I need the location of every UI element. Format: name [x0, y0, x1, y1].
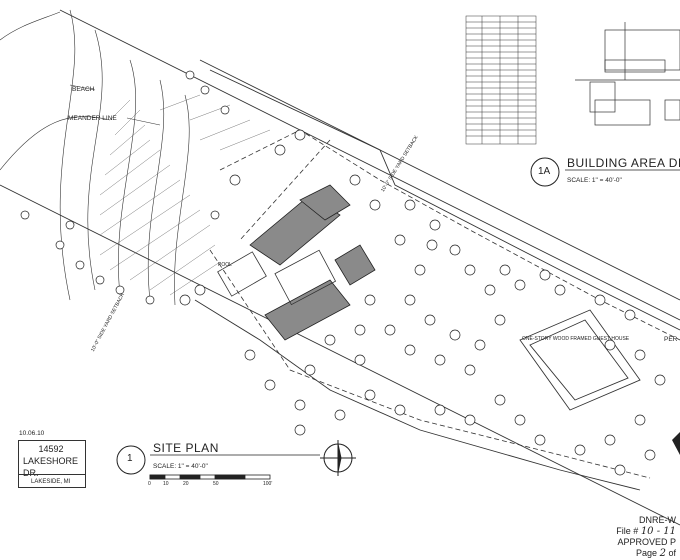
building-area-marker: 1A: [538, 166, 551, 177]
address-city: LAKESIDE, MI: [31, 479, 71, 485]
site-plan-title: SITE PLAN: [153, 441, 219, 455]
address: 14592 LAKESHORE DR.: [23, 443, 85, 479]
stamp-approved: APPROVED P: [617, 537, 676, 547]
drawing-date: 10.06.10: [19, 430, 45, 437]
stamp-page-value: 2: [659, 548, 666, 559]
guest-house-label: ONE-STORY WOOD FRAMED GUEST HOUSE: [522, 336, 630, 342]
site-plan-marker: 1: [127, 453, 133, 464]
scale-tick-20: 20: [183, 481, 189, 487]
building-area-title: BUILDING AREA DIAG: [567, 156, 680, 170]
stamp-page-label: Page: [636, 548, 658, 558]
meander-line-label: MEANDER LINE: [68, 115, 117, 122]
title-divider: [19, 474, 85, 475]
stamp-line1: DNRE-W: [639, 515, 676, 525]
address-street: LAKESHORE DR.: [23, 456, 79, 478]
title-block: 14592 LAKESHORE DR. LAKESIDE, MI: [18, 440, 86, 488]
stamp-page-suffix: of: [668, 548, 676, 558]
address-number: 14592: [38, 444, 64, 454]
stamp-page: Page 2 of: [616, 548, 676, 559]
scale-tick-10: 10: [163, 481, 169, 487]
right-edge-label: PER: [664, 336, 678, 343]
scale-tick-50: 50: [213, 481, 219, 487]
pool-label: POOL: [218, 262, 232, 268]
stamp-file: File # 10 - 11: [616, 526, 676, 537]
building-area-scale: SCALE: 1" = 40'-0": [567, 177, 622, 184]
scale-tick-100: 100': [263, 481, 273, 487]
site-plan-scale: SCALE: 1" = 40'-0": [153, 463, 208, 470]
approval-stamp: DNRE-W File # 10 - 11 APPROVED P Page 2 …: [616, 515, 676, 559]
stamp-file-label: File #: [616, 526, 639, 536]
beach-label: BEACH: [72, 86, 95, 93]
stamp-file-value: 10 - 11: [640, 526, 676, 537]
scale-tick-0: 0: [148, 481, 151, 487]
